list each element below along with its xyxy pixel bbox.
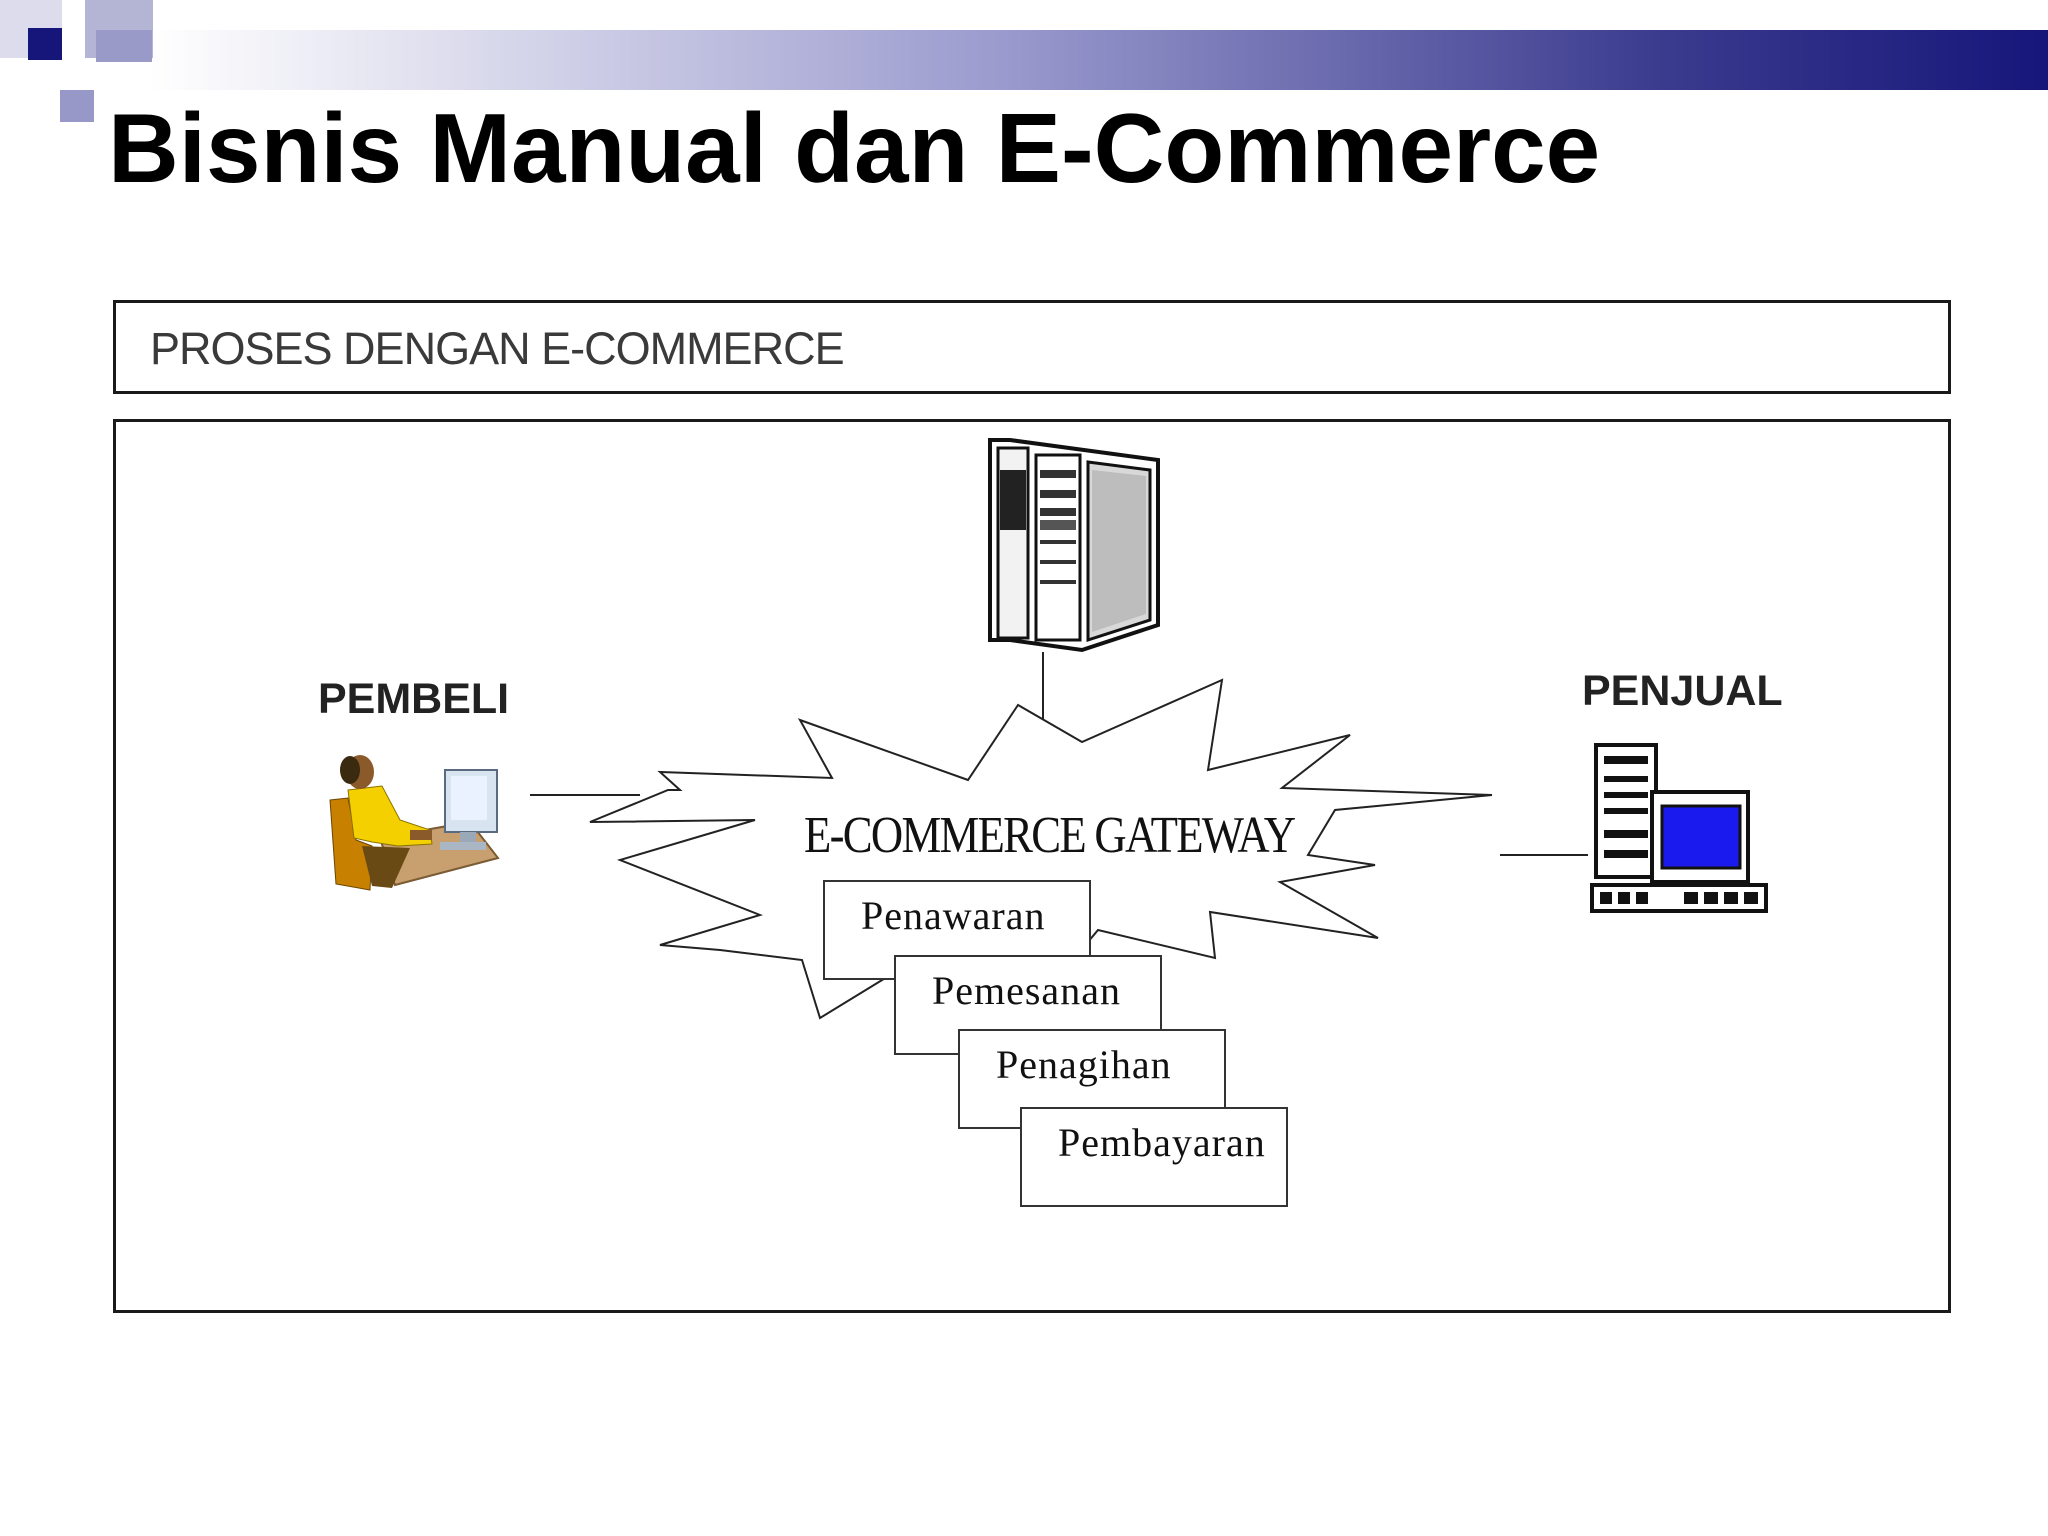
step-label-penawaran: Penawaran [861,893,1046,938]
process-header-box: PROSES DENGAN E-COMMERCE [113,300,1951,394]
gateway-burst-shape [589,678,1493,1020]
server-icon [988,438,1160,653]
step-label-penagihan: Penagihan [996,1042,1172,1087]
seller-label: PENJUAL [1582,667,1783,715]
seller-computer-icon [1590,743,1768,913]
buyer-label: PEMBELI [318,675,510,723]
step-card-pembayaran: Pembayaran [1020,1107,1288,1207]
step-label-pembayaran: Pembayaran [1058,1120,1266,1165]
title-gradient-bar [150,30,2048,90]
page-title: Bisnis Manual dan E-Commerce [108,93,1601,203]
corner-square-navy [28,28,62,60]
process-header-label: PROSES DENGAN E-COMMERCE [150,323,845,374]
step-label-pemesanan: Pemesanan [932,968,1121,1013]
gateway-label: E-COMMERCE GATEWAY [804,807,1296,864]
corner-square-mid [96,30,152,62]
corner-square-small [60,90,94,122]
buyer-at-computer-icon [329,755,500,891]
